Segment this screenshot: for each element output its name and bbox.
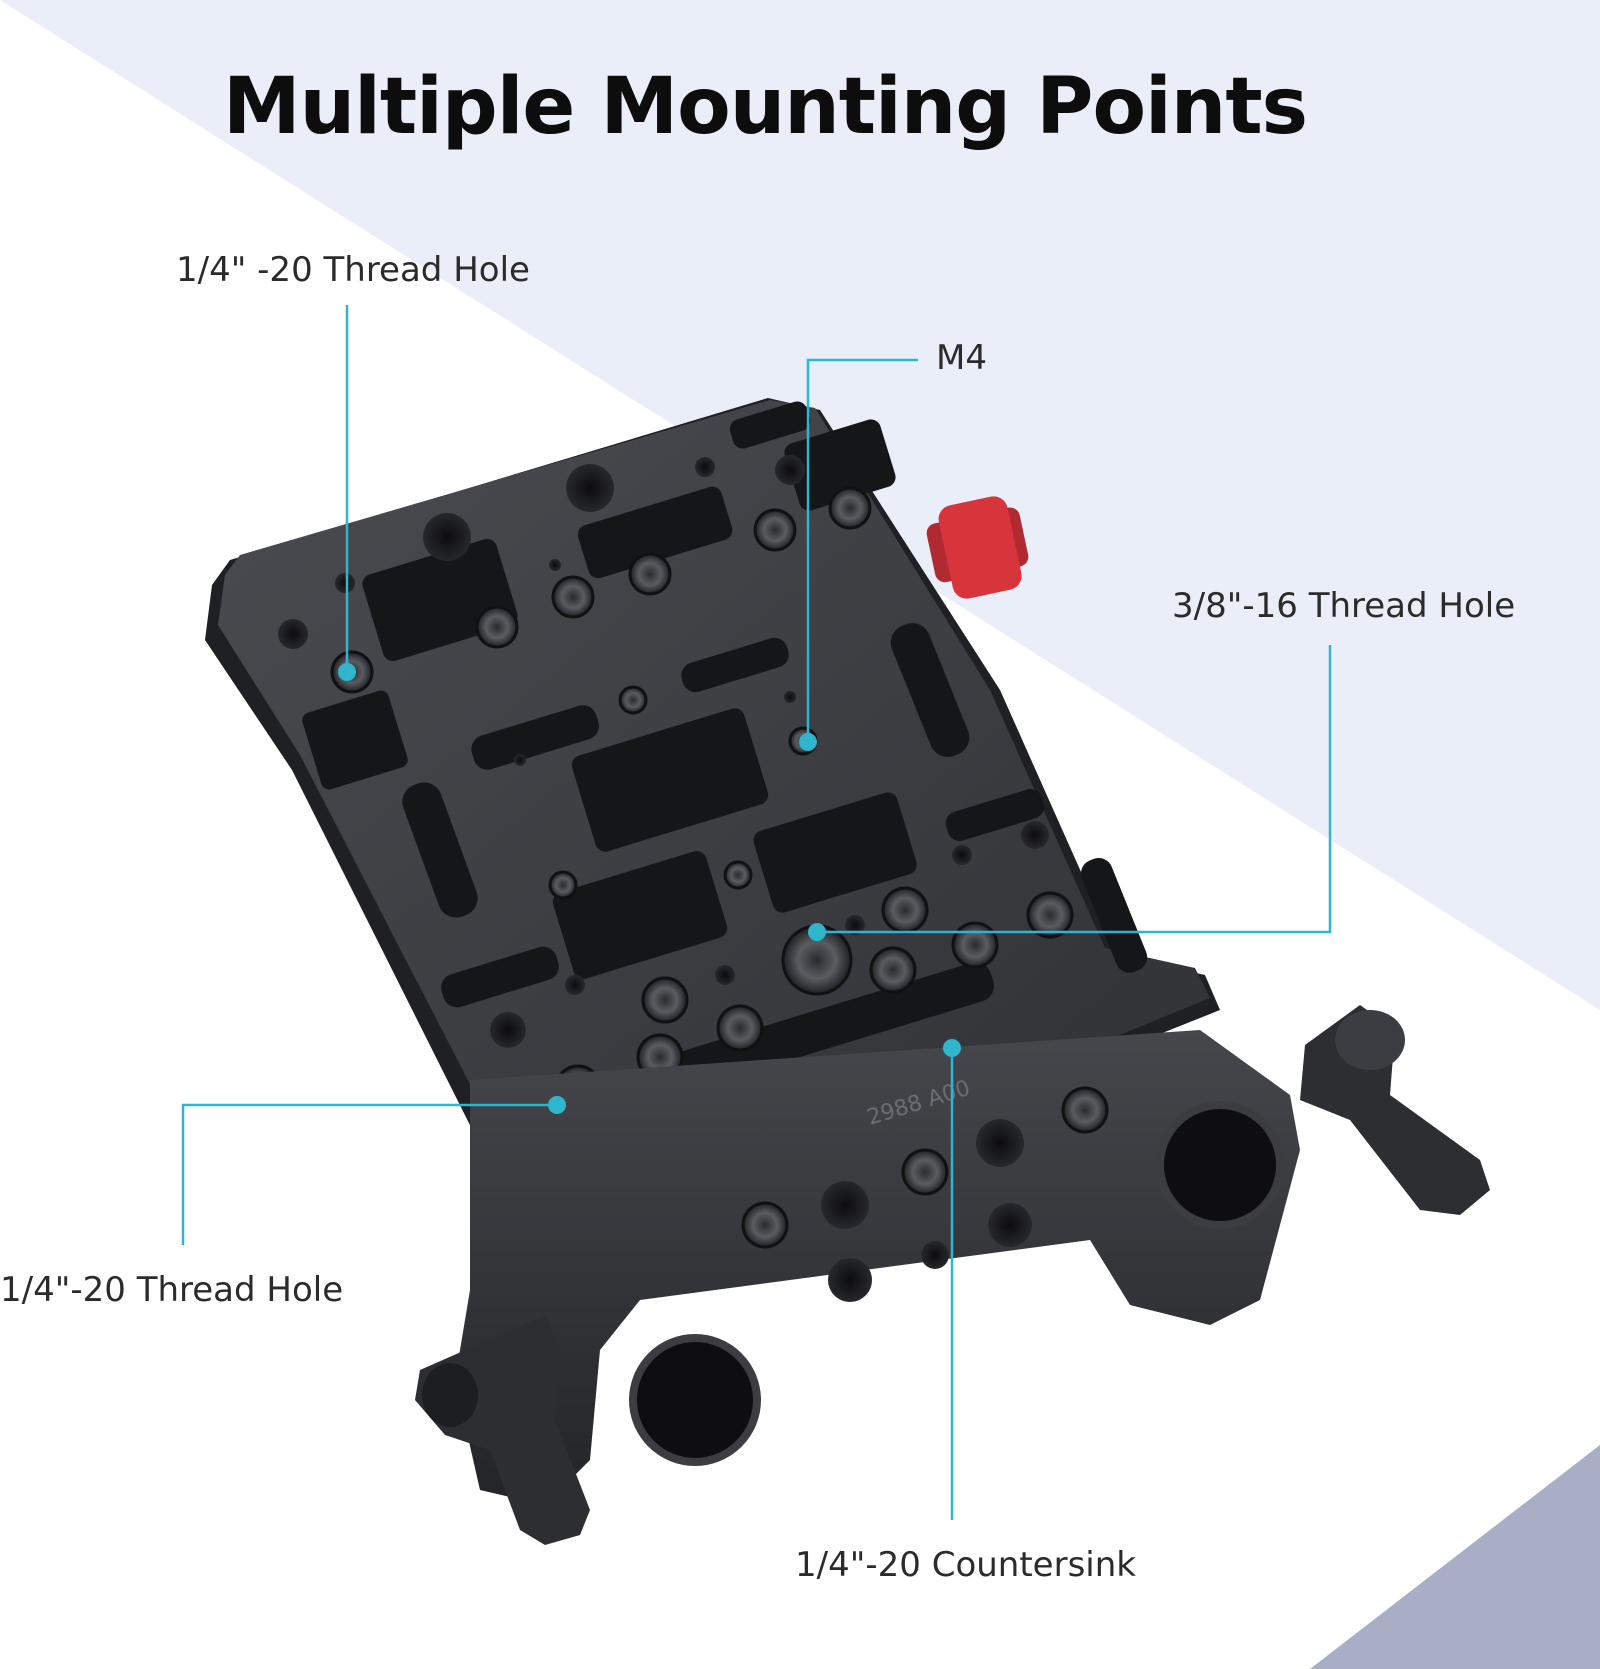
label-three-eighths-16-thread-hole: 3/8"-16 Thread Hole <box>1172 586 1516 626</box>
label-quarter-20-thread-hole-top: 1/4" -20 Thread Hole <box>176 250 530 290</box>
rod-clamp: 2988 A00 <box>455 1030 1300 1505</box>
label-quarter-20-thread-hole-left: 1/4"-20 Thread Hole <box>0 1270 344 1310</box>
red-locking-knob <box>926 496 1029 599</box>
right-thumb-screw <box>1300 1005 1490 1215</box>
background-dark-corner <box>1310 1445 1600 1669</box>
label-quarter-20-countersink: 1/4"-20 Countersink <box>795 1545 1136 1585</box>
left-thumb-screw <box>415 1315 590 1545</box>
page-title: Multiple Mounting Points <box>222 62 1308 152</box>
label-m4: M4 <box>936 338 987 378</box>
